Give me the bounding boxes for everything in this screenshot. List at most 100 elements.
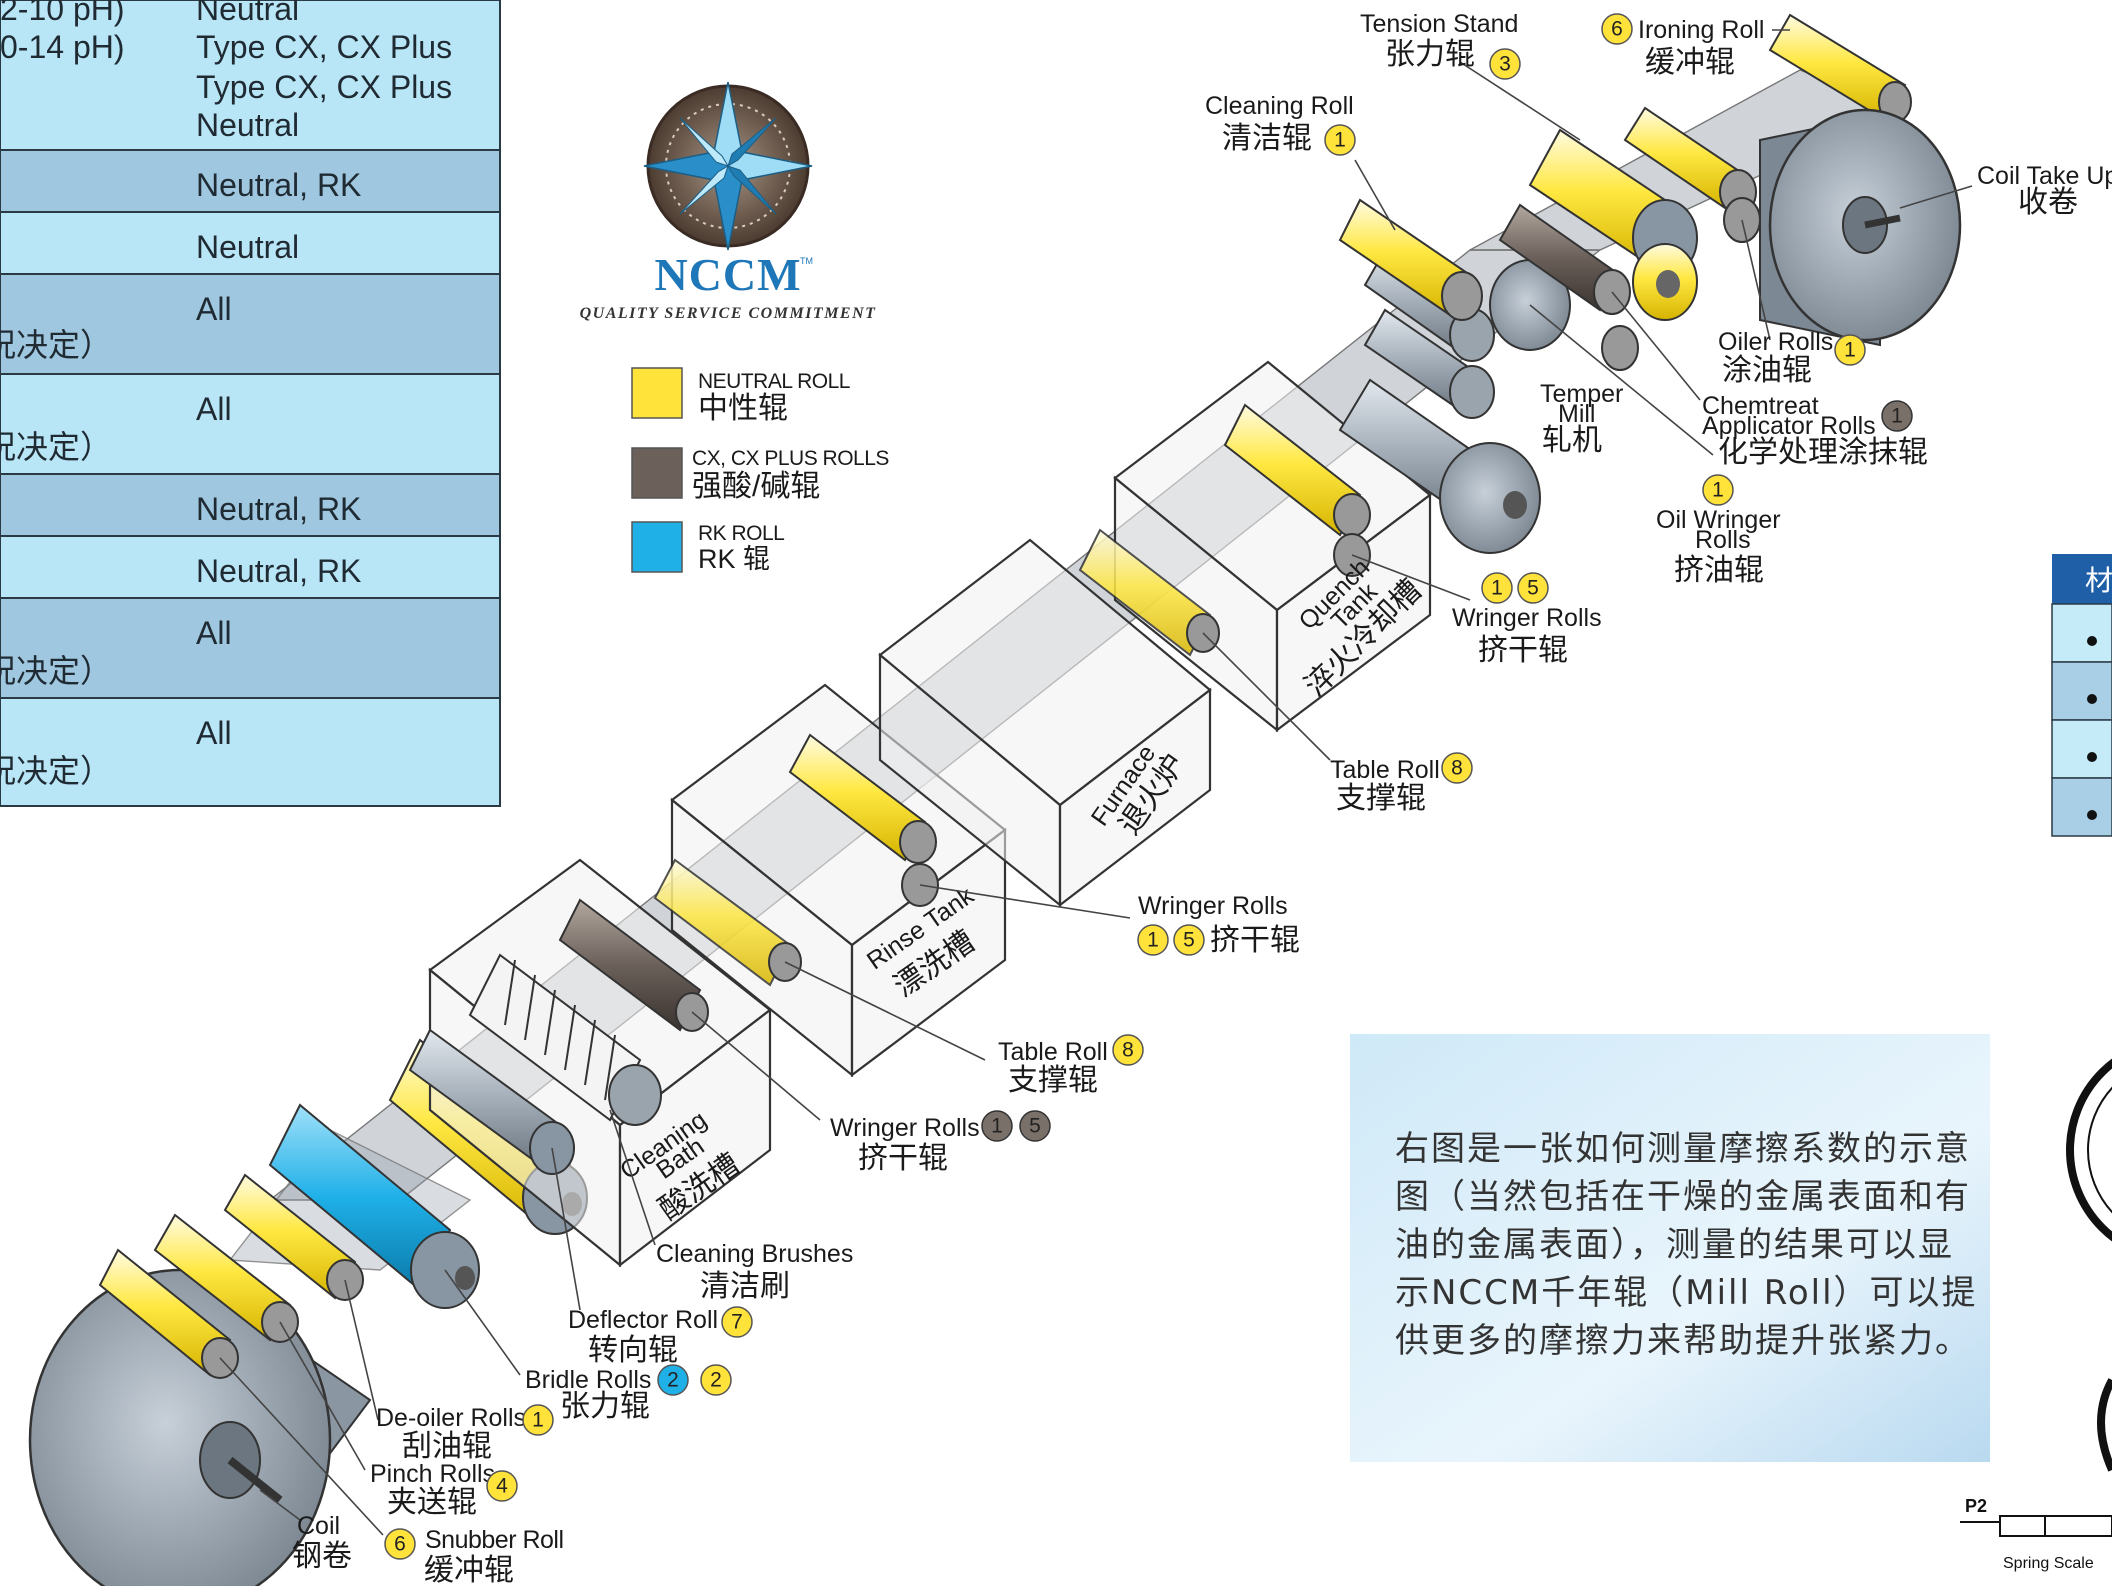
badge-number: 1: [532, 1409, 544, 1432]
legend-cn-neutral: 中性辊: [698, 392, 788, 425]
label-oil-wringer: 1 Oil Wringer Rolls 挤油辊: [1656, 474, 1781, 587]
label-cn: 挤油辊: [1674, 554, 1764, 587]
label-chemtreat: Chemtreat Applicator Rolls 1 化学处理涂抹辊: [1702, 392, 1928, 469]
badge: [657, 1364, 689, 1396]
label-wringer-rolls-quench: 1 5 Wringer Rolls 挤干辊: [1452, 572, 1602, 667]
label-wringer-rolls-cleaning: Wringer Rolls 1 5 挤干辊: [830, 1110, 1051, 1175]
table-cell-left: 况决定）: [0, 753, 112, 789]
roll-legend: NEUTRAL ROLL 中性辊 CX, CX PLUS ROLLS 强酸/碱辊…: [631, 367, 890, 574]
table-cell-right: Neutral, RK: [196, 553, 361, 589]
badge: [1137, 924, 1169, 956]
label-en: Table Roll: [998, 1038, 1108, 1066]
legend-en-neutral: NEUTRAL ROLL: [698, 370, 850, 393]
badge-number: 8: [1122, 1039, 1134, 1062]
legend-swatch-neutral: [631, 367, 683, 419]
badge: [700, 1364, 732, 1396]
badge: [384, 1528, 416, 1560]
legend-en-cx: CX, CX PLUS ROLLS: [692, 447, 889, 470]
table-cell-left: 况决定）: [0, 653, 112, 689]
spring-p2-label: P2: [1965, 1496, 1987, 1516]
label-cn: 涂油辊: [1722, 354, 1812, 387]
cleaning-brushes: [468, 953, 662, 1126]
table-roll-rinse: [653, 858, 802, 987]
badge: [522, 1404, 554, 1436]
label-cn: 轧机: [1542, 424, 1602, 457]
label-en: Ironing Roll: [1638, 16, 1764, 44]
label-wringer-rolls-rinse: Wringer Rolls 1 5 挤干辊: [1137, 892, 1300, 957]
label-en: Wringer Rolls: [830, 1114, 980, 1142]
label-cn: 张力辊: [1385, 38, 1475, 71]
badge: [1601, 13, 1633, 45]
legend-swatch-cx: [631, 447, 683, 499]
badge-number: 7: [731, 1311, 743, 1334]
label-en: Rolls: [1695, 526, 1751, 554]
logo-tagline: QUALITY SERVICE COMMITMENT: [580, 305, 877, 322]
table-cell-right: All: [196, 715, 232, 751]
right-partial-table: 材: [2051, 554, 2112, 837]
badge-number: 5: [1029, 1115, 1041, 1138]
temper-mill: [1338, 248, 1541, 554]
bullet-icon: [2087, 636, 2097, 646]
badge-number: 5: [1183, 929, 1195, 952]
label-cn: 挤干辊: [858, 1142, 948, 1175]
badge: [1481, 572, 1513, 604]
badge-number: 1: [991, 1115, 1003, 1138]
coil-take-up: [1759, 108, 1962, 347]
table-cell-left: 0-14 pH): [0, 29, 125, 65]
label-temper-mill: Temper Mill 轧机: [1540, 380, 1623, 457]
badge-number: 2: [667, 1369, 679, 1392]
badge-number: 1: [1891, 405, 1903, 428]
label-deoiler-rolls: De-oiler Rolls 1 刮油辊: [376, 1404, 554, 1463]
table-cell-right: All: [196, 391, 232, 427]
label-cn: 清洁辊: [1222, 122, 1312, 155]
label-en: De-oiler Rolls: [376, 1404, 526, 1432]
label-en: Coil Take Up: [1977, 162, 2112, 190]
label-snubber-roll: 6 Snubber Roll 缓冲辊: [384, 1526, 564, 1586]
label-en: Oil Wringer: [1656, 506, 1781, 534]
table-cell-right: Type CX, CX Plus: [196, 29, 452, 65]
compatibility-table: 2-10 pH) Neutral 0-14 pH) Type CX, CX Pl…: [0, 0, 501, 807]
label-en: Tension Stand: [1360, 10, 1518, 38]
badge: [721, 1306, 753, 1338]
table-cell-right: All: [196, 291, 232, 327]
furnace: Furnace 退火炉: [878, 538, 1212, 908]
label-pinch-rolls: Pinch Rolls 4 夹送辊: [370, 1460, 518, 1519]
table-cell-right: Neutral: [196, 229, 299, 265]
spring-scale: P2 Spring Scale: [1960, 1496, 2112, 1572]
label-table-roll-quench: Table Roll 8 支撑辊: [1330, 752, 1473, 815]
label-en: Temper: [1540, 380, 1623, 408]
bullet-icon: [2087, 752, 2097, 762]
note-line: 油的金属表面），测量的结果可以显: [1395, 1225, 1954, 1265]
badge-number: 3: [1499, 53, 1511, 76]
table-cell-right: All: [196, 615, 232, 651]
table-cell-right: Neutral: [196, 0, 299, 27]
badge: [1112, 1034, 1144, 1066]
badge-number: 1: [1712, 479, 1724, 502]
badge-number: 1: [1844, 339, 1856, 362]
badge: [1489, 48, 1521, 80]
tension-stand-rolls: [1528, 106, 1761, 321]
label-cn: 刮油辊: [402, 1430, 492, 1463]
cx-roll-cleaning: [558, 898, 709, 1032]
badge: [1702, 474, 1734, 506]
label-en: Chemtreat: [1702, 392, 1819, 420]
badge-number: 1: [1334, 129, 1346, 152]
legend-cn-cx: 强酸/碱辊: [692, 470, 820, 503]
pinch-roll: [153, 1213, 299, 1343]
label-cn: 钢卷: [292, 1540, 352, 1573]
legend-cn-rk: RK 辊: [698, 544, 770, 574]
label-cn: 化学处理涂抹辊: [1718, 436, 1928, 469]
badge: [1324, 124, 1356, 156]
friction-test-drum: [2066, 1058, 2112, 1472]
label-en: Applicator Rolls: [1702, 412, 1876, 440]
badge-number: 1: [1147, 929, 1159, 952]
badge-number: 6: [1611, 18, 1623, 41]
bullet-icon: [2087, 694, 2097, 704]
badge: [1881, 400, 1913, 432]
label-table-roll-rinse: Table Roll 8 支撑辊: [998, 1034, 1144, 1097]
badge-number: 1: [1491, 577, 1503, 600]
label-en: Wringer Rolls: [1452, 604, 1602, 632]
badge-number: 6: [394, 1533, 406, 1556]
label-cleaning-roll: Cleaning Roll 清洁辊 1: [1205, 92, 1356, 156]
